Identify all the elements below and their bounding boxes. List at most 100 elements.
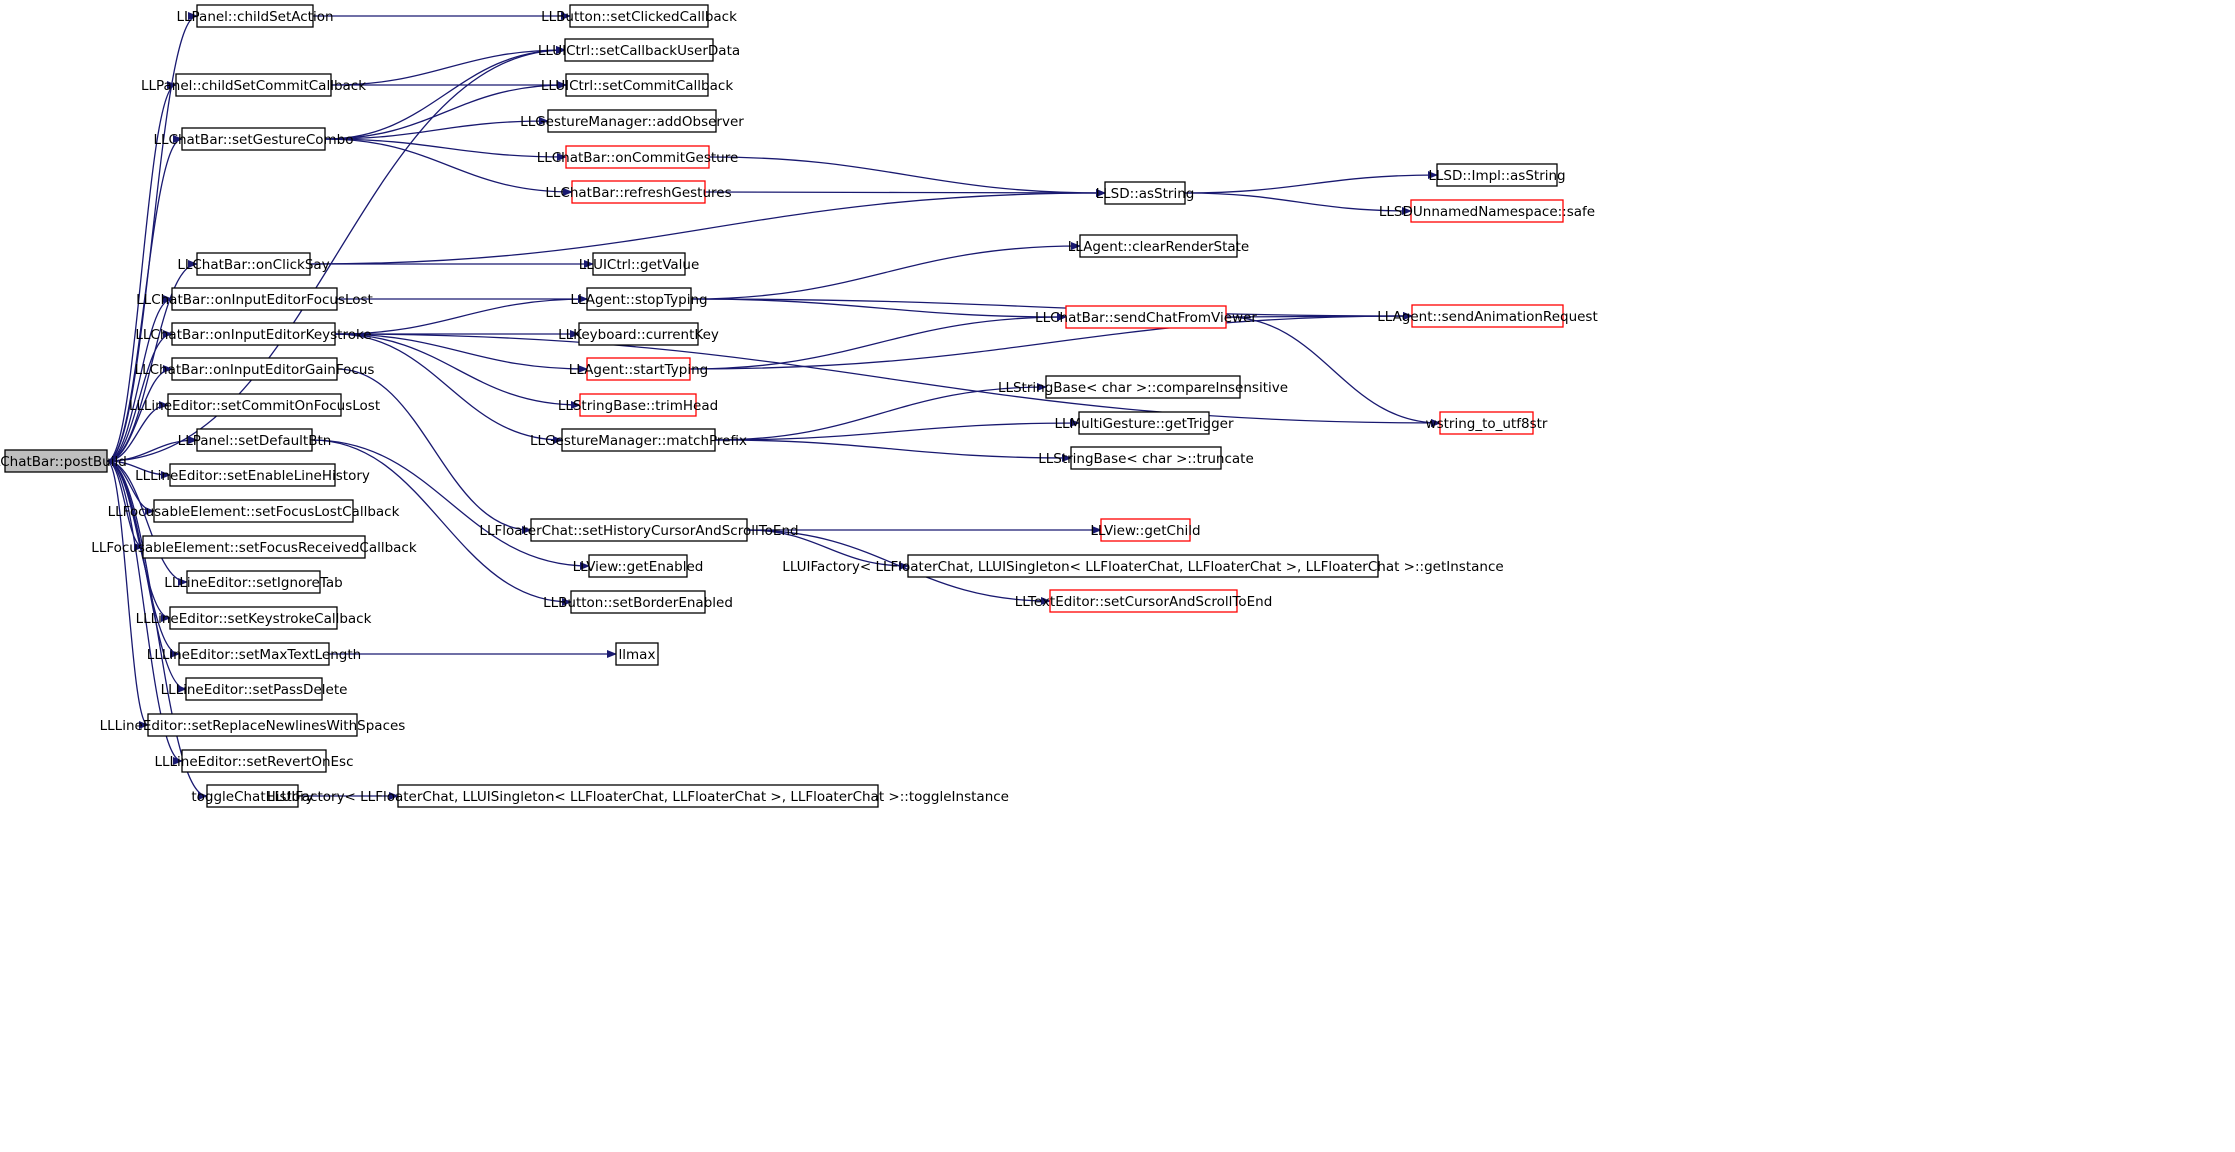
function-node[interactable]: LLView::getChild xyxy=(1090,518,1201,542)
node-label: LLLineEditor::setReplaceNewlinesWithSpac… xyxy=(100,718,406,734)
function-node[interactable]: LLButton::setClickedCallback xyxy=(541,4,737,28)
node-label: LLLineEditor::setKeystrokeCallback xyxy=(136,611,372,627)
call-edge xyxy=(1184,171,1438,194)
call-edge xyxy=(324,138,573,196)
function-node[interactable]: LLView::getEnabled xyxy=(573,554,704,578)
node-box xyxy=(571,180,706,204)
function-node[interactable]: LLChatBar::sendChatFromViewer xyxy=(1035,305,1257,329)
function-node[interactable]: LLLineEditor::setIgnoreTab xyxy=(164,570,343,594)
function-node[interactable]: LLLineEditor::setReplaceNewlinesWithSpac… xyxy=(100,713,406,737)
function-node[interactable]: LLChatBar::onInputEditorKeystroke xyxy=(135,322,372,346)
function-node[interactable]: LLUIFactory< LLFloaterChat, LLUISingleto… xyxy=(782,554,1504,578)
node-label: LLView::getEnabled xyxy=(573,559,704,575)
node-label: LLAgent::clearRenderState xyxy=(1068,239,1250,255)
function-node[interactable]: LLAgent::sendAnimationRequest xyxy=(1377,304,1598,328)
call-edge xyxy=(714,419,1080,441)
node-box xyxy=(171,287,338,311)
node-label: LLView::getChild xyxy=(1090,523,1200,539)
node-box xyxy=(1045,375,1241,399)
function-node[interactable]: LLStringBase::trimHead xyxy=(558,393,718,417)
node-box xyxy=(1104,181,1186,205)
function-node[interactable]: wstring_to_utf8str xyxy=(1426,411,1548,435)
function-node[interactable]: LLAgent::stopTyping xyxy=(570,287,708,311)
function-node[interactable]: LLChatBar::onInputEditorFocusLost xyxy=(136,287,373,311)
call-edge xyxy=(324,46,566,140)
function-node[interactable]: LLSD::asString xyxy=(1096,181,1195,205)
function-node[interactable]: LLTextEditor::setCursorAndScrollToEnd xyxy=(1015,589,1273,613)
node-label: LLFloaterChat::setHistoryCursorAndScroll… xyxy=(479,523,798,539)
call-edge xyxy=(311,439,590,570)
node-box xyxy=(579,393,697,417)
node-label: LLPanel::childSetCommitCallback xyxy=(141,78,366,94)
function-node[interactable]: LLMultiGesture::getTrigger xyxy=(1054,411,1234,435)
function-node[interactable]: LLLineEditor::setRevertOnEsc xyxy=(154,749,354,773)
function-node[interactable]: toggleChatHistory xyxy=(191,784,314,808)
function-node[interactable]: LLButton::setBorderEnabled xyxy=(543,590,733,614)
node-box xyxy=(142,535,366,559)
node-label: LLLineEditor::setEnableLineHistory xyxy=(135,468,370,484)
function-node[interactable]: LLPanel::childSetCommitCallback xyxy=(141,73,366,97)
call-edge xyxy=(324,81,567,140)
call-edge xyxy=(334,333,588,373)
node-label: LLAgent::startTyping xyxy=(569,362,708,378)
function-node[interactable]: LLPanel::childSetAction xyxy=(176,4,334,28)
function-node[interactable]: LLUICtrl::setCallbackUserData xyxy=(538,38,740,62)
call-edge xyxy=(334,333,581,409)
call-edge xyxy=(106,330,173,462)
node-box xyxy=(178,642,330,666)
call-edge xyxy=(106,460,187,693)
function-node[interactable]: LLChatBar::refreshGestures xyxy=(545,180,732,204)
node-label: LLButton::setBorderEnabled xyxy=(543,595,733,611)
function-node[interactable]: llmax xyxy=(615,642,659,666)
function-node[interactable]: LLChatBar::setGestureCombo xyxy=(153,127,354,151)
function-node[interactable]: LLSD::Impl::asString xyxy=(1428,163,1566,187)
function-node[interactable]: LLLineEditor::setCommitOnFocusLost xyxy=(129,393,380,417)
call-edge xyxy=(324,138,567,161)
node-label: LLLineEditor::setMaxTextLength xyxy=(147,647,361,663)
function-node[interactable]: LLGestureManager::addObserver xyxy=(520,109,744,133)
function-node[interactable]: LLUIFactory< LLFloaterChat, LLUISingleto… xyxy=(267,784,1009,808)
node-label: toggleChatHistory xyxy=(191,789,313,805)
call-edge xyxy=(708,156,1106,197)
node-box xyxy=(169,606,338,630)
node-box xyxy=(1078,411,1210,435)
function-node[interactable]: LLChatBar::onCommitGesture xyxy=(537,145,739,169)
node-label: LLChatBar::setGestureCombo xyxy=(153,132,353,148)
function-node[interactable]: LLStringBase< char >::truncate xyxy=(1038,446,1254,470)
function-node[interactable]: LLLineEditor::setMaxTextLength xyxy=(147,642,361,666)
function-node[interactable]: LLLineEditor::setPassDelete xyxy=(161,677,348,701)
node-label: LLLineEditor::setIgnoreTab xyxy=(164,575,342,591)
function-node[interactable]: LLUICtrl::setCommitCallback xyxy=(541,73,733,97)
call-edge xyxy=(106,295,173,462)
function-node[interactable]: LLUICtrl::getValue xyxy=(579,252,700,276)
node-label: LLChatBar::refreshGestures xyxy=(545,185,731,201)
node-box xyxy=(171,357,338,381)
node-box xyxy=(1410,199,1564,223)
call-edge xyxy=(324,117,549,140)
node-label: LLChatBar::onCommitGesture xyxy=(537,150,739,166)
function-node[interactable]: LLAgent::startTyping xyxy=(569,357,708,381)
function-node[interactable]: LLChatBar::onInputEditorGainFocus xyxy=(135,357,375,381)
function-node[interactable]: LLLineEditor::setKeystrokeCallback xyxy=(136,606,372,630)
node-label: LLFocusableElement::setFocusLostCallback xyxy=(108,504,400,520)
function-node[interactable]: LLStringBase< char >::compareInsensitive xyxy=(998,375,1288,399)
function-node[interactable]: LLKeyboard::currentKey xyxy=(558,322,719,346)
function-node[interactable]: LLLineEditor::setEnableLineHistory xyxy=(135,463,370,487)
function-node[interactable]: LLSDUnnamedNamespace::safe xyxy=(1379,199,1595,223)
function-node[interactable]: LLFocusableElement::setFocusReceivedCall… xyxy=(91,535,417,559)
function-node[interactable]: LLFloaterChat::setHistoryCursorAndScroll… xyxy=(479,518,799,542)
node-box xyxy=(175,73,332,97)
call-edge xyxy=(690,298,1413,320)
node-label: LLUIFactory< LLFloaterChat, LLUISingleto… xyxy=(782,559,1503,575)
function-node[interactable]: LLChatBar::onClickSay xyxy=(177,252,330,276)
call-edge xyxy=(746,529,1051,605)
function-node[interactable]: LLFocusableElement::setFocusLostCallback xyxy=(108,499,400,523)
function-node[interactable]: LLAgent::clearRenderState xyxy=(1068,234,1250,258)
function-node[interactable]: LLPanel::setDefaultBtn xyxy=(178,428,332,452)
call-edge xyxy=(689,312,1413,370)
node-label: LLKeyboard::currentKey xyxy=(558,327,719,343)
root-node[interactable]: LLChatBar::postBuild xyxy=(0,449,127,473)
function-node[interactable]: LLGestureManager::matchPrefix xyxy=(530,428,747,452)
node-label: LLFocusableElement::setFocusReceivedCall… xyxy=(91,540,417,556)
